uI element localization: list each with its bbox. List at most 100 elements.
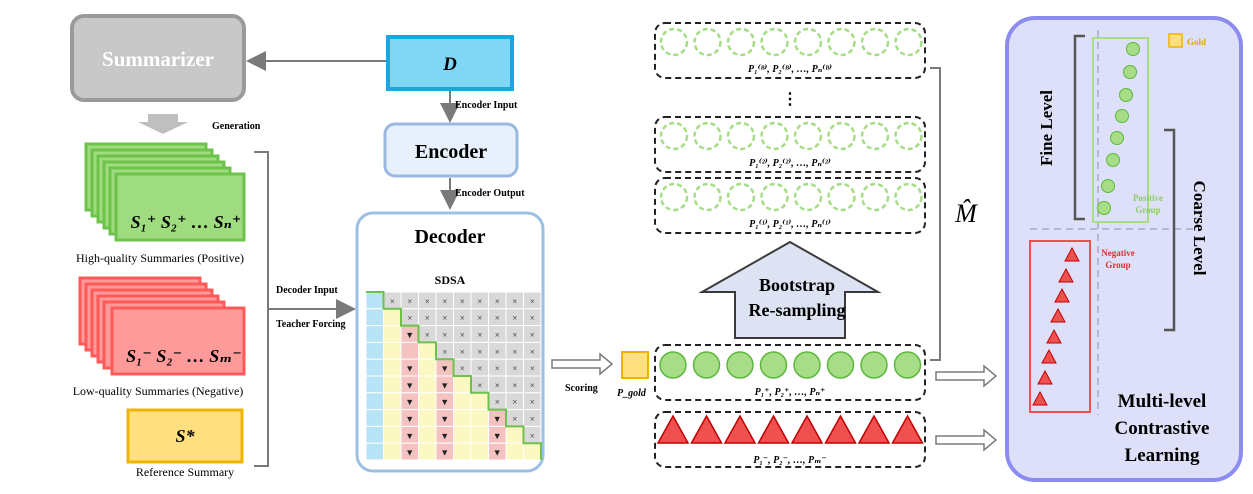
sdsa-mask-marker: × bbox=[477, 313, 482, 323]
positive-group-point bbox=[1101, 179, 1115, 193]
positive-group-label-line1: Positive bbox=[1133, 193, 1163, 203]
resampled-point bbox=[659, 182, 689, 212]
sdsa-mask-marker: × bbox=[425, 330, 430, 340]
sdsa-cell bbox=[453, 392, 472, 411]
negative-group-label-line2: Group bbox=[1105, 260, 1130, 270]
mlcl-title-line2: Contrastive bbox=[1115, 418, 1210, 439]
sdsa-cell bbox=[453, 442, 472, 461]
negative-group-point bbox=[1054, 287, 1070, 303]
sdsa-mask-marker: × bbox=[460, 364, 465, 374]
sdsa-mask-marker: × bbox=[530, 431, 535, 441]
resampled-point bbox=[860, 121, 890, 151]
sdsa-mask-marker: × bbox=[477, 364, 482, 374]
encoder-output-label: Encoder Output bbox=[455, 188, 525, 199]
encoder-label: Encoder bbox=[415, 141, 487, 163]
sdsa-causal-boundary bbox=[366, 291, 542, 460]
mlcl-title-line3: Learning bbox=[1125, 445, 1200, 466]
positive-score-point bbox=[726, 351, 754, 379]
sdsa-down-marker: ▼ bbox=[440, 431, 449, 441]
mlcl-title-line1: Multi-level bbox=[1118, 391, 1207, 412]
resampled-point bbox=[760, 121, 789, 151]
sdsa-cell bbox=[383, 425, 402, 444]
sdsa-mask-marker: × bbox=[477, 347, 482, 357]
positive-score-point bbox=[893, 351, 922, 379]
sdsa-cell bbox=[383, 392, 402, 411]
positive-group-point bbox=[1106, 153, 1120, 167]
negative-group-point bbox=[1041, 348, 1057, 364]
sdsa-cell bbox=[470, 442, 489, 461]
sdsa-cell bbox=[365, 291, 384, 310]
resampled-point bbox=[693, 182, 722, 212]
positive-score-point bbox=[860, 351, 888, 379]
scoring-label: Scoring bbox=[565, 383, 598, 394]
sdsa-mask-marker: × bbox=[512, 347, 517, 357]
sdsa-cell bbox=[453, 375, 472, 394]
sdsa-mask-marker: × bbox=[425, 296, 430, 306]
negative-caption: Low-quality Summaries (Negative) bbox=[73, 384, 244, 398]
sdsa-down-marker: ▼ bbox=[405, 397, 414, 407]
summarizer-box: Summarizer bbox=[70, 14, 246, 102]
negative-group-point bbox=[1058, 267, 1074, 283]
sdsa-cell bbox=[470, 425, 489, 444]
sdsa-mask-marker: × bbox=[477, 380, 482, 390]
gold-legend-label: Gold bbox=[1187, 37, 1206, 47]
sdsa-down-marker: ▼ bbox=[493, 448, 502, 458]
positive-group-box bbox=[1092, 37, 1149, 223]
resampled-point bbox=[860, 182, 890, 212]
gold-score-label: P_gold bbox=[617, 388, 647, 399]
sdsa-cell bbox=[383, 308, 402, 327]
positive-group-label-line2: Group bbox=[1135, 205, 1160, 215]
sdsa-down-marker: ▼ bbox=[405, 380, 414, 390]
negative-group-point bbox=[1046, 328, 1062, 344]
sdsa-cell bbox=[453, 409, 472, 427]
sdsa-cell bbox=[383, 358, 402, 377]
negative-score-point bbox=[690, 414, 723, 444]
resampled-point bbox=[894, 182, 923, 212]
sdsa-cell bbox=[365, 409, 384, 427]
gold-legend-square bbox=[1168, 33, 1183, 48]
sdsa-cell bbox=[365, 358, 384, 377]
sdsa-mask-marker: × bbox=[442, 313, 447, 323]
positive-score-point bbox=[826, 351, 855, 379]
sdsa-mask-marker: × bbox=[495, 364, 500, 374]
mlcl-panel bbox=[1005, 16, 1243, 482]
gold-score-square bbox=[621, 351, 649, 379]
document-box: D bbox=[386, 35, 514, 91]
positive-group-point bbox=[1119, 88, 1133, 102]
sdsa-attention-grid: ×××××××××××××××××▼×××××××××××××▼▼×××××▼▼… bbox=[365, 291, 542, 461]
sdsa-down-marker: ▼ bbox=[493, 431, 502, 441]
sdsa-mask-marker: × bbox=[442, 296, 447, 306]
resampled-rows: P₁⁽ᴮ⁾, P₂⁽ᴮ⁾, …, Pₙ⁽ᴮ⁾P₁⁽²⁾, P₂⁽²⁾, …, P… bbox=[654, 22, 926, 234]
sdsa-label: SDSA bbox=[435, 273, 466, 287]
sdsa-mask-marker: × bbox=[512, 397, 517, 407]
sdsa-mask-marker: × bbox=[530, 347, 535, 357]
positive-score-point bbox=[692, 351, 721, 379]
sdsa-mask-marker: × bbox=[512, 380, 517, 390]
sdsa-mask-marker: × bbox=[530, 380, 535, 390]
positive-group-point bbox=[1126, 42, 1140, 56]
sdsa-cell bbox=[365, 308, 384, 327]
negative-group-point bbox=[1050, 307, 1066, 323]
decoder-input-label: Decoder Input bbox=[276, 285, 338, 296]
sdsa-mask-marker: × bbox=[425, 313, 430, 323]
sdsa-cell bbox=[383, 325, 402, 343]
sdsa-mask-marker: × bbox=[460, 330, 465, 340]
sdsa-mask-marker: × bbox=[495, 397, 500, 407]
sdsa-mask-marker: × bbox=[477, 330, 482, 340]
coarse-level-label: Coarse Level bbox=[1190, 181, 1209, 276]
sdsa-down-marker: ▼ bbox=[440, 414, 449, 424]
resampled-point bbox=[760, 27, 789, 57]
sdsa-down-marker: ▼ bbox=[405, 448, 414, 458]
sdsa-cell bbox=[418, 409, 437, 427]
encoder-box: Encoder bbox=[383, 122, 519, 178]
reference-caption: Reference Summary bbox=[136, 465, 234, 479]
m-hat-label: M̂ bbox=[954, 199, 978, 228]
sdsa-mask-marker: × bbox=[530, 296, 535, 306]
decoder-label: Decoder bbox=[414, 226, 485, 248]
fine-level-label: Fine Level bbox=[1037, 90, 1056, 166]
negative-group-box bbox=[1029, 240, 1091, 413]
positive-group-points bbox=[1097, 42, 1140, 215]
sdsa-mask-marker: × bbox=[495, 330, 500, 340]
document-label: D bbox=[442, 54, 457, 75]
